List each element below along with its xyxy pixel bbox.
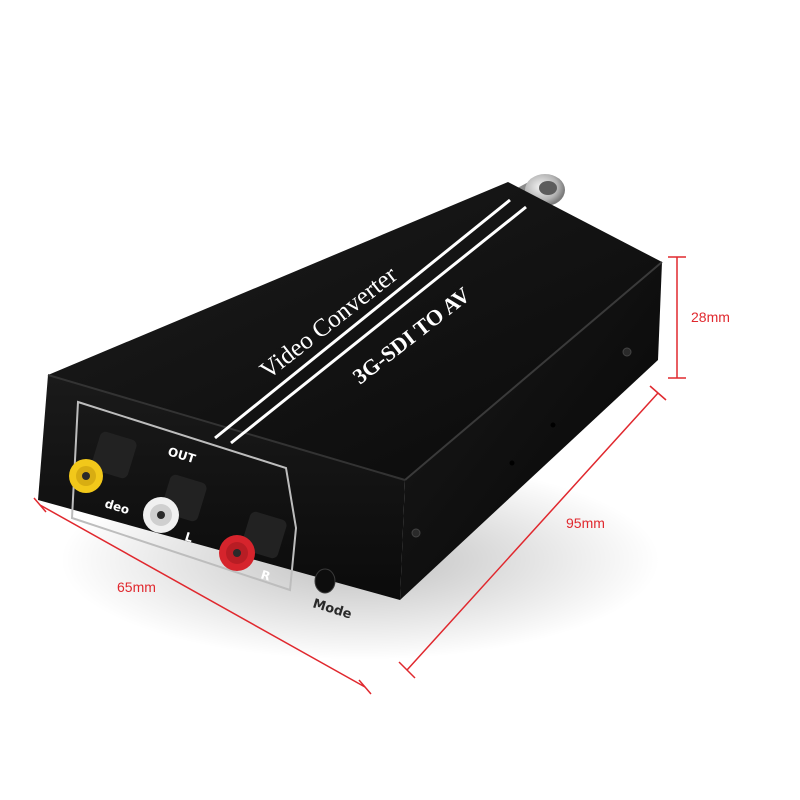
rca-right-connector [219, 511, 287, 571]
left-label: L [183, 529, 195, 545]
top-stripe-2 [230, 205, 527, 445]
length-label: 95mm [566, 515, 605, 531]
dimension-length [398, 385, 667, 679]
side-hole-1 [550, 422, 556, 428]
rca-video-connector [69, 431, 137, 493]
dimension-width [33, 497, 372, 695]
right-label: R [259, 567, 272, 583]
side-face [400, 262, 662, 600]
top-stripe-1 [214, 198, 511, 440]
mode-button [314, 568, 336, 594]
width-label: 65mm [117, 579, 156, 595]
side-screw-2 [411, 528, 421, 538]
top-face [48, 182, 662, 480]
front-face [38, 375, 405, 600]
video-label: deo [103, 496, 131, 517]
side-hole-2 [509, 460, 515, 466]
dimension-height [668, 256, 686, 379]
rca-left-connector [143, 474, 207, 533]
side-screw-1 [622, 347, 632, 357]
output-panel-frame [70, 400, 298, 592]
height-label: 28mm [691, 309, 730, 325]
top-side-edge [404, 261, 663, 481]
